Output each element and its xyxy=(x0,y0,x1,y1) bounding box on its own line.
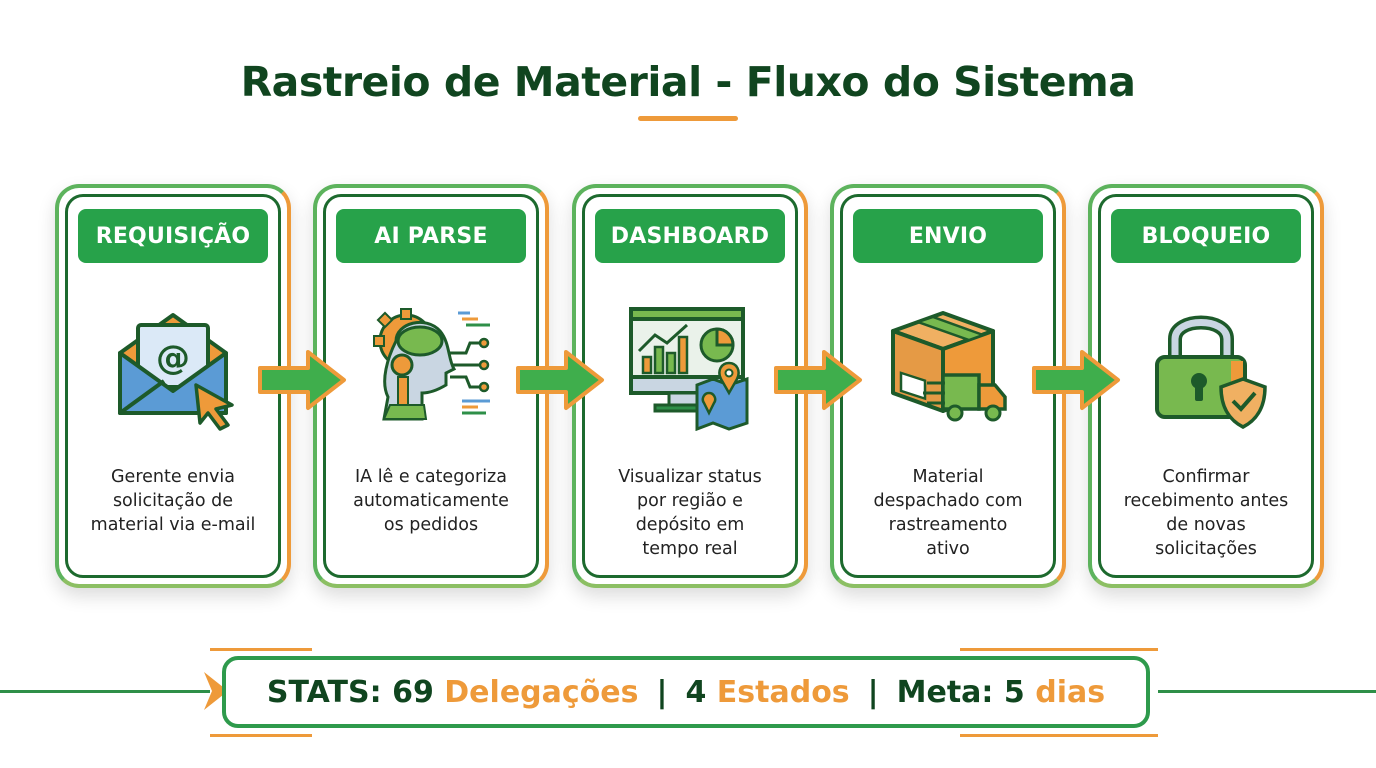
stats-separator: | xyxy=(656,674,668,710)
stats-states-label: Estados xyxy=(716,674,850,710)
desc-line: os pedidos xyxy=(383,515,479,535)
flow-arrow-icon xyxy=(516,350,604,410)
step-card-ai-parse: AI PARSE xyxy=(313,184,549,588)
desc-line: Visualizar status xyxy=(618,467,762,487)
box-truck-icon xyxy=(891,311,1007,422)
desc-line: depósito em xyxy=(635,515,745,535)
desc-line: de novas xyxy=(1166,515,1246,535)
desc-line: solicitação de xyxy=(112,491,234,511)
step-description: Gerente envia solicitação de material vi… xyxy=(76,465,270,537)
stats-connector-line-left xyxy=(0,690,210,693)
stats-frame-accent xyxy=(960,648,1158,651)
stats-delegations-label: Delegações xyxy=(444,674,639,710)
desc-line: solicitações xyxy=(1155,539,1257,559)
flow-arrow-icon xyxy=(774,350,862,410)
step-label: BLOQUEIO xyxy=(1111,209,1301,263)
desc-line: despachado com xyxy=(873,491,1023,511)
desc-line: Confirmar xyxy=(1162,467,1250,487)
card-inner-frame: BLOQUEIO Confirmar recebimento antes de … xyxy=(1098,194,1314,578)
desc-line: rastreamento xyxy=(888,515,1008,535)
stats-frame-accent xyxy=(210,648,312,651)
desc-line: IA lê e categoriza xyxy=(355,467,507,487)
step-label: ENVIO xyxy=(853,209,1043,263)
stats-goal-value: 5 xyxy=(1003,674,1025,710)
stats-connector-line-right xyxy=(1158,690,1376,693)
stats-bar: STATS: 69 Delegações | 4 Estados | Meta:… xyxy=(222,656,1150,728)
padlock-shield-icon xyxy=(1155,315,1267,429)
desc-line: por região e xyxy=(637,491,743,511)
step-description: Confirmar recebimento antes de novas sol… xyxy=(1109,465,1303,561)
stats-delegations-count: 69 xyxy=(392,674,434,710)
step-card-dashboard: DASHBOARD Visualizar status por região xyxy=(572,184,808,588)
ai-brain-gear-icon xyxy=(373,308,490,421)
page-title: Rastreio de Material - Fluxo do Sistema xyxy=(240,58,1136,106)
card-inner-frame: DASHBOARD Visualizar status por região xyxy=(582,194,798,578)
envelope-email-icon: @ xyxy=(118,313,234,431)
card-inner-frame: ENVIO Material despachado com rastreamen… xyxy=(840,194,1056,578)
desc-line: Material xyxy=(912,467,984,487)
step-card-bloqueio: BLOQUEIO Confirmar recebimento antes de … xyxy=(1088,184,1324,588)
stats-frame-accent xyxy=(960,734,1158,737)
stats-pointer-icon xyxy=(204,672,228,710)
desc-line: ativo xyxy=(926,539,970,559)
step-label: DASHBOARD xyxy=(595,209,785,263)
step-card-envio: ENVIO Material despachado com rastreamen… xyxy=(830,184,1066,588)
flow-arrow-icon xyxy=(258,350,346,410)
desc-line: material via e-mail xyxy=(90,515,256,535)
svg-text:@: @ xyxy=(156,338,190,378)
desc-line: recebimento antes xyxy=(1123,491,1289,511)
stats-goal-prefix: Meta: xyxy=(896,674,994,710)
stats-prefix: STATS: xyxy=(266,674,382,710)
stats-goal-unit: dias xyxy=(1035,674,1106,710)
desc-line: tempo real xyxy=(642,539,738,559)
step-description: IA lê e categoriza automaticamente os pe… xyxy=(334,465,528,537)
stats-states-count: 4 xyxy=(685,674,707,710)
stats-frame-accent xyxy=(210,734,312,737)
monitor-chart-map-icon xyxy=(629,307,749,431)
stats-separator: | xyxy=(867,674,879,710)
title-underline xyxy=(638,116,738,121)
flow-arrow-icon xyxy=(1032,350,1120,410)
card-inner-frame: REQUISIÇÃO @ Gerente envia solicitação d… xyxy=(65,194,281,578)
step-description: Material despachado com rastreamento ati… xyxy=(851,465,1045,561)
step-label: AI PARSE xyxy=(336,209,526,263)
step-card-requisicao: REQUISIÇÃO @ Gerente envia solicitação d… xyxy=(55,184,291,588)
desc-line: automaticamente xyxy=(353,491,509,511)
step-description: Visualizar status por região e depósito … xyxy=(593,465,787,561)
step-label: REQUISIÇÃO xyxy=(78,209,268,263)
card-inner-frame: AI PARSE xyxy=(323,194,539,578)
desc-line: Gerente envia xyxy=(111,467,235,487)
